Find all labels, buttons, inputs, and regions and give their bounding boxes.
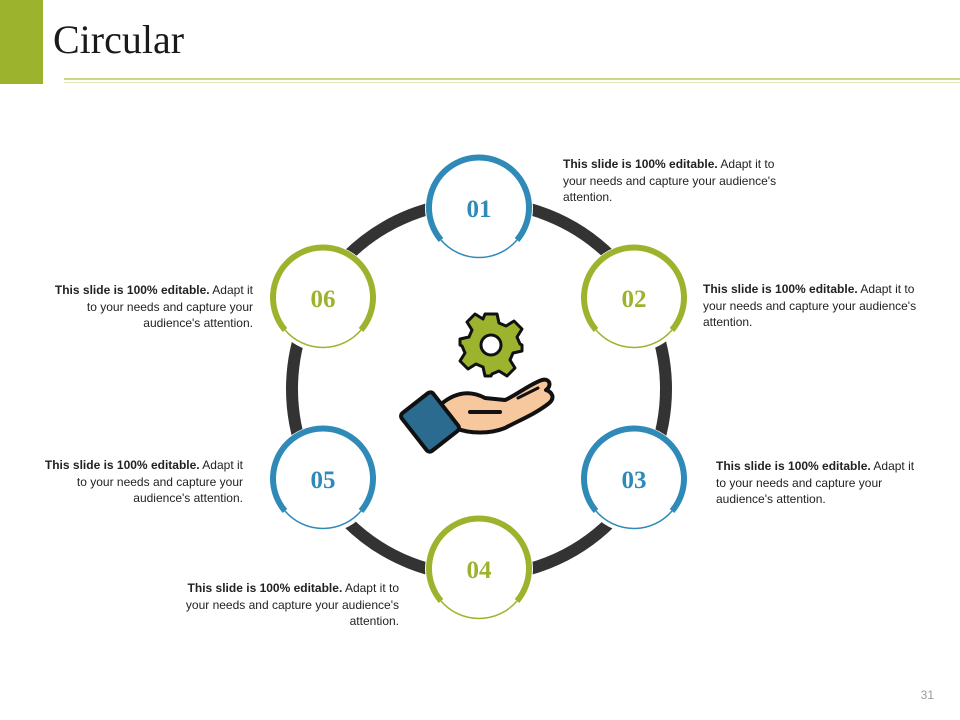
accent-block bbox=[0, 0, 43, 84]
step-04-description: This slide is 100% editable. Adapt it to… bbox=[176, 580, 399, 630]
page-number: 31 bbox=[920, 688, 934, 702]
node-04-number: 04 bbox=[467, 557, 493, 584]
step-05-bold: This slide is 100% editable. bbox=[44, 458, 200, 472]
step-01-text: Adapt it to your needs and capture your … bbox=[563, 157, 777, 204]
title-rule bbox=[64, 78, 960, 80]
node-01-number: 01 bbox=[467, 196, 492, 223]
node-01[interactable]: 01 bbox=[425, 154, 533, 262]
node-03-number: 03 bbox=[622, 467, 647, 494]
node-03-arc bbox=[581, 425, 687, 513]
slide-title: Circular bbox=[53, 17, 185, 62]
step-02-text: Adapt it to your needs and capture your … bbox=[703, 282, 917, 329]
step-02-description: This slide is 100% editable. Adapt it to… bbox=[703, 281, 928, 331]
step-04-bold: This slide is 100% editable. bbox=[187, 581, 343, 595]
step-03-text: Adapt it to your needs and capture your … bbox=[716, 459, 915, 506]
step-02-bold: This slide is 100% editable. bbox=[703, 282, 858, 296]
node-03[interactable]: 03 bbox=[580, 425, 688, 533]
node-02-arc bbox=[581, 244, 687, 332]
title-rule-thin bbox=[64, 82, 960, 83]
node-05-number: 05 bbox=[311, 467, 336, 494]
step-03-description: This slide is 100% editable. Adapt it to… bbox=[716, 458, 926, 508]
hand-icon bbox=[399, 377, 555, 454]
step-01-description: This slide is 100% editable. Adapt it to… bbox=[563, 156, 783, 206]
step-03-bold: This slide is 100% editable. bbox=[716, 459, 871, 473]
node-04-arc bbox=[426, 515, 532, 603]
node-06-number: 06 bbox=[311, 286, 336, 313]
node-06-arc bbox=[270, 244, 376, 332]
node-04[interactable]: 04 bbox=[425, 515, 533, 623]
node-01-arc bbox=[426, 154, 532, 242]
node-02[interactable]: 02 bbox=[580, 244, 688, 352]
step-06-text: Adapt it to your needs and capture your … bbox=[86, 283, 253, 330]
node-05-arc bbox=[270, 425, 376, 513]
step-05-text: Adapt it to your needs and capture your … bbox=[76, 458, 243, 505]
step-06-description: This slide is 100% editable. Adapt it to… bbox=[44, 282, 253, 332]
step-06-bold: This slide is 100% editable. bbox=[54, 283, 210, 297]
step-05-description: This slide is 100% editable. Adapt it to… bbox=[34, 457, 243, 507]
node-05[interactable]: 05 bbox=[269, 425, 377, 533]
step-04-text: Adapt it to your needs and capture your … bbox=[185, 581, 399, 628]
node-02-number: 02 bbox=[622, 286, 647, 313]
slide-header: Circular bbox=[0, 0, 960, 84]
step-01-bold: This slide is 100% editable. bbox=[563, 157, 718, 171]
gear-icon bbox=[458, 312, 524, 378]
node-06[interactable]: 06 bbox=[269, 244, 377, 352]
